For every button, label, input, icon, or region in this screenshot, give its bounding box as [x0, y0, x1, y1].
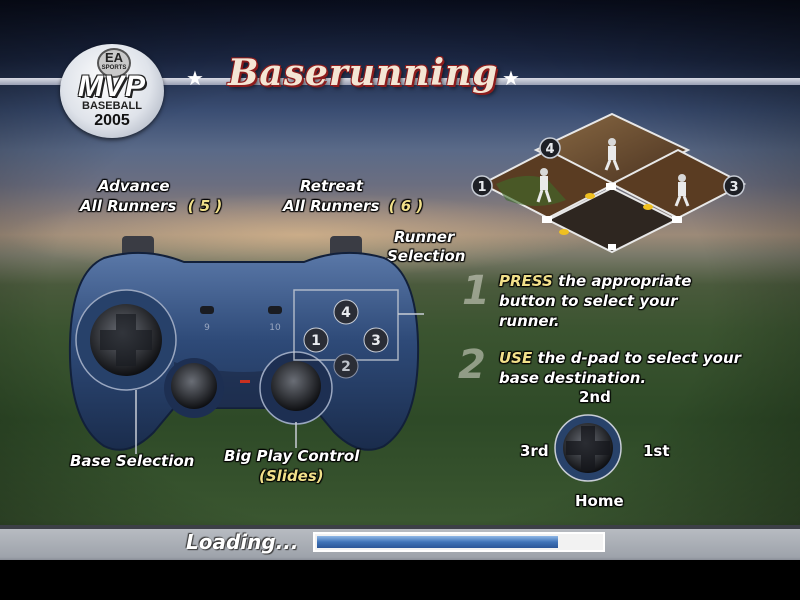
face-button-4-label: 4 — [341, 305, 351, 321]
face-button-3-label: 3 — [371, 333, 381, 349]
face-button-1-label: 1 — [311, 333, 321, 349]
face-button-2 — [333, 353, 359, 379]
big-play-label: Big Play Control — [224, 447, 360, 465]
retreat-button-hint: ( 6 ) — [388, 197, 424, 215]
advance-label-line2: All Runners ( 5 ) — [80, 197, 223, 215]
step-2-text: USE the d-pad to select your base destin… — [499, 349, 742, 387]
dpad-up-label: 2nd — [579, 388, 611, 406]
svg-text:1: 1 — [477, 180, 486, 195]
home-plate-area — [545, 186, 679, 254]
face-button-3 — [363, 327, 389, 353]
letterbox-bottom — [0, 560, 800, 600]
dpad-icon — [554, 414, 622, 482]
first-base — [672, 216, 682, 223]
gamepad-controller: 9 10 4 1 3 2 — [68, 236, 424, 454]
button-10-label: 10 — [269, 323, 281, 333]
step-1-text: PRESS the appropriate button to select y… — [499, 272, 692, 330]
base-selection-label: Base Selection — [70, 452, 195, 470]
logo-sport: BASEBALL — [82, 100, 142, 112]
retreat-label: Retreat — [300, 177, 364, 195]
loading-label: Loading... — [186, 530, 299, 554]
home-plate — [608, 244, 616, 250]
advance-label: Advance — [98, 177, 170, 195]
dpad-down-label: Home — [575, 492, 624, 510]
page-title: Baserunning — [228, 52, 499, 94]
mvp-baseball-logo: EA SPORTS MVP BASEBALL 2005 — [60, 44, 164, 138]
left-thumb-stick — [171, 363, 217, 409]
retreat-label-line2: All Runners ( 6 ) — [283, 197, 424, 215]
base-target-marker — [585, 193, 595, 199]
led-indicator — [240, 380, 250, 383]
svg-text:4: 4 — [545, 142, 554, 157]
star-icon: ★ — [186, 66, 204, 90]
title-rule — [0, 78, 800, 85]
dpad-left-label: 3rd — [520, 442, 549, 460]
base-target-marker — [643, 204, 653, 210]
face-button-4 — [333, 299, 359, 325]
button-9-label: 9 — [204, 323, 210, 333]
ea-sports-logo: EA SPORTS — [97, 48, 131, 78]
face-button-2-label: 2 — [341, 359, 351, 375]
second-base — [606, 183, 616, 190]
right-thumb-stick — [271, 361, 321, 411]
svg-text:3: 3 — [729, 180, 738, 195]
button-10 — [268, 306, 282, 314]
runner-selection-label-line2: Selection — [387, 247, 466, 265]
button-9 — [200, 306, 214, 314]
advance-button-hint: ( 5 ) — [187, 197, 223, 215]
runner-second — [604, 138, 620, 171]
step-1-number: 1 — [462, 268, 490, 314]
dpad-cross-icon — [100, 314, 152, 366]
runner-third — [536, 168, 552, 203]
dpad-right-label: 1st — [643, 442, 670, 460]
loading-progress-fill — [317, 536, 558, 548]
step-2-number: 2 — [458, 342, 486, 388]
loading-strip — [0, 525, 800, 560]
baseball-diamond: 4 1 3 — [471, 112, 747, 254]
logo-brand: MVP — [77, 70, 146, 103]
runner-selection-leader — [398, 313, 424, 315]
third-base — [542, 216, 552, 223]
loading-progress-bar — [313, 532, 605, 552]
logo-year: 2005 — [94, 112, 130, 129]
base-marker-first-left — [471, 175, 493, 197]
base-target-marker — [559, 229, 569, 235]
base-marker-third-right — [723, 175, 745, 197]
slides-label: (Slides) — [259, 467, 324, 485]
runner-selection-label: Runner — [394, 228, 455, 246]
face-button-1 — [303, 327, 329, 353]
star-icon: ★ — [502, 66, 520, 90]
base-marker-second — [539, 137, 561, 159]
runner-first — [674, 174, 690, 207]
